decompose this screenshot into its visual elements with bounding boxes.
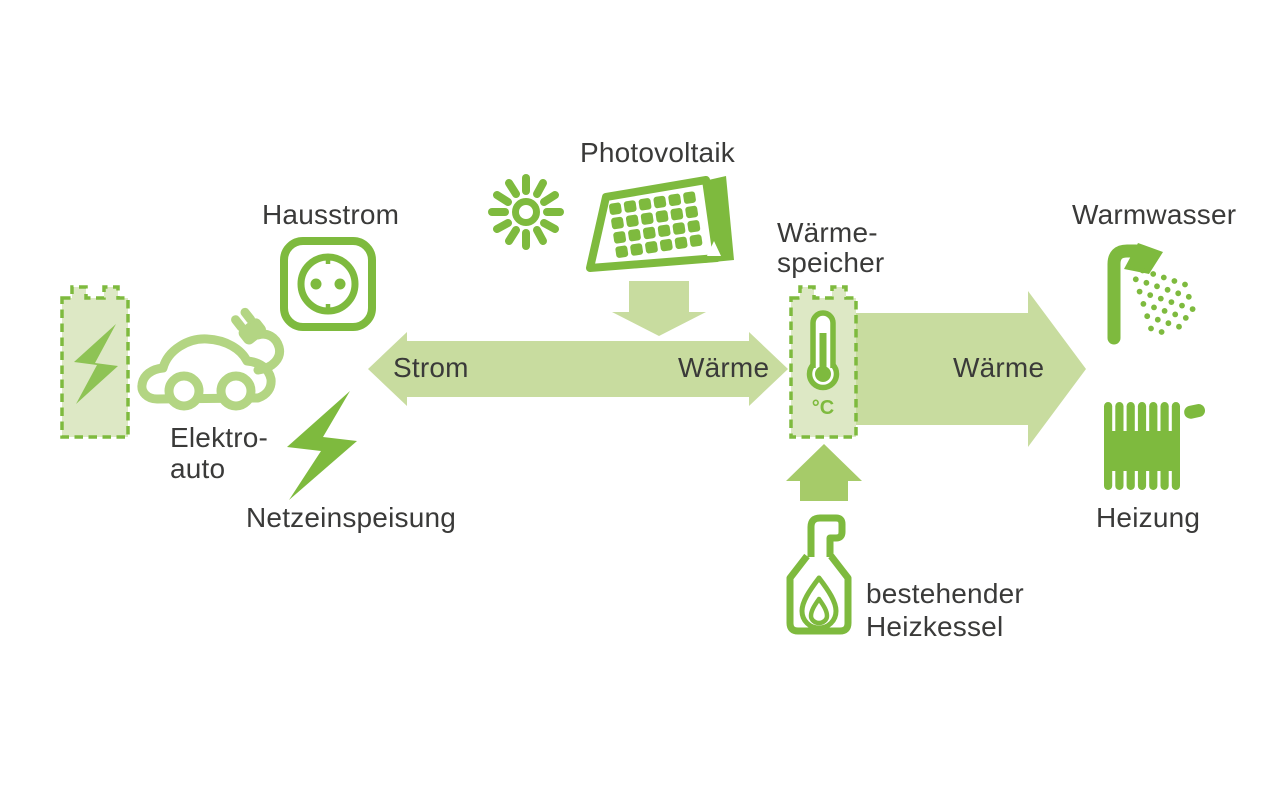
strom-waerme-double-arrow — [368, 332, 788, 406]
waermespeicher-label: Wärme- speicher — [777, 218, 884, 278]
elektroauto-label: Elektro- auto — [170, 422, 268, 484]
thermometer-icon — [806, 310, 840, 391]
flame-icon — [799, 575, 839, 631]
elektroauto-label-line1: Elektro- — [170, 422, 269, 453]
battery-icon — [60, 285, 130, 439]
heat-storage-tank-icon: °C — [789, 285, 858, 439]
heizkessel-up-arrow-icon — [786, 444, 862, 501]
heizkessel-label-line1: bestehender — [866, 578, 1024, 609]
sun-icon — [488, 174, 564, 250]
hausstrom-label: Hausstrom — [262, 199, 400, 230]
battery-bolt-icon — [74, 324, 118, 404]
radiator-icon — [1104, 402, 1206, 490]
shower-icon — [1107, 243, 1196, 345]
waerme-right-arrow — [856, 291, 1086, 447]
warmwasser-label: Warmwasser — [1072, 199, 1237, 230]
pv-down-arrow-icon — [612, 281, 706, 336]
heizkessel-label-line2: Heizkessel — [866, 611, 1004, 642]
waermespeicher-label-line2: speicher — [777, 247, 885, 278]
lightning-bolt-icon — [287, 391, 357, 500]
netzeinspeisung-label: Netzeinspeisung — [246, 502, 457, 533]
heizkessel-label: bestehender Heizkessel — [866, 577, 1024, 643]
waermespeicher-label-line1: Wärme- — [777, 217, 878, 248]
solar-panel-icon — [586, 176, 734, 272]
strom-flow-label: Strom — [393, 352, 469, 383]
celsius-label: °C — [812, 397, 834, 419]
plug-icon — [231, 307, 266, 345]
waerme-to-speicher-flow-label: Wärme — [678, 352, 770, 383]
waerme-from-speicher-flow-label: Wärme — [953, 352, 1045, 383]
elektroauto-label-line2: auto — [170, 453, 226, 484]
photovoltaik-label: Photovoltaik — [580, 137, 735, 168]
power-outlet-icon — [280, 237, 376, 331]
heizung-label: Heizung — [1096, 502, 1201, 533]
electric-car-icon — [137, 307, 285, 411]
boiler-icon — [786, 514, 852, 635]
